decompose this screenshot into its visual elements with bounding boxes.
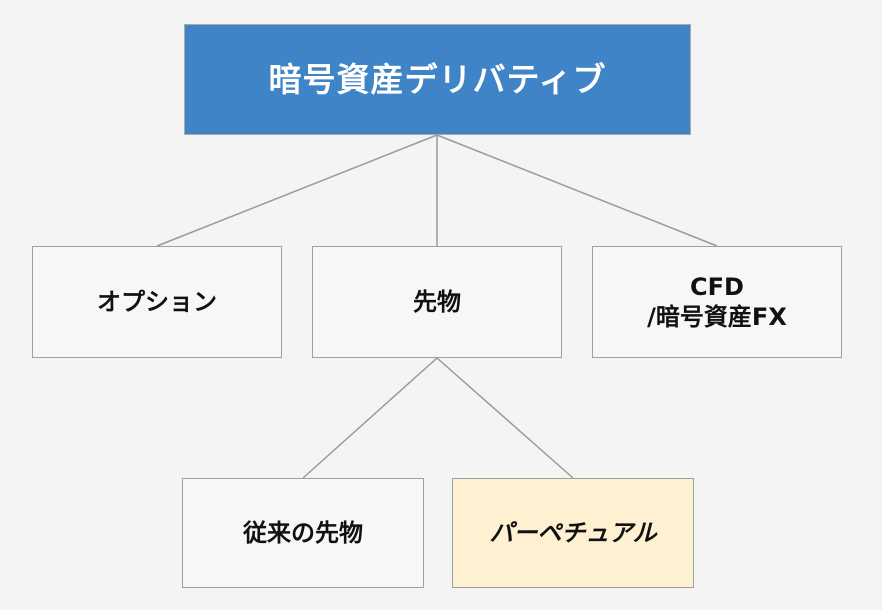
root-node: 暗号資産デリバティブ [184, 24, 691, 135]
options-node-label: オプション [97, 288, 217, 316]
traditional-futures-node-label: 従来の先物 [243, 519, 363, 547]
futures-node: 先物 [312, 246, 562, 358]
connector-futures-traditional [302, 357, 438, 479]
options-node: オプション [32, 246, 282, 358]
perpetual-node: パーペチュアル [452, 478, 694, 588]
traditional-futures-node: 従来の先物 [182, 478, 424, 588]
futures-node-label: 先物 [413, 288, 461, 316]
cfd-node-label-line2: /暗号資産FX [647, 303, 787, 331]
connector-root-cfd [436, 134, 718, 247]
root-node-label: 暗号資産デリバティブ [268, 59, 607, 99]
cfd-node-label-line1: CFD [690, 273, 744, 301]
perpetual-node-label: パーペチュアル [489, 519, 657, 547]
connector-root-options [156, 134, 438, 247]
connector-futures-perpetual [436, 357, 574, 479]
cfd-node: CFD /暗号資産FX [592, 246, 842, 358]
